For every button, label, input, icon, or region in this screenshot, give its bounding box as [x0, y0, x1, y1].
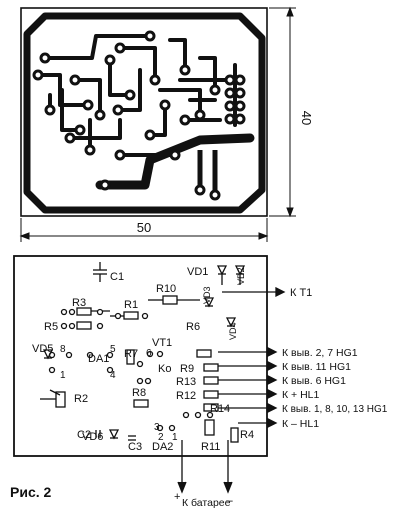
conn-kt1: К Т1	[290, 287, 312, 299]
battery-plus: +	[174, 491, 180, 503]
conn-hg1-6: К выв. 6 HG1	[282, 375, 346, 387]
label-r3: R3	[72, 297, 86, 309]
label-vd5: VD5	[32, 343, 53, 355]
connection-arrows	[218, 286, 286, 429]
pin-3: 3	[154, 422, 160, 433]
label-c2: C2	[77, 429, 91, 441]
label-r1: R1	[124, 299, 138, 311]
conn-hg1-1-8-10-13: К выв. 1, 8, 10, 13 HG1	[282, 404, 388, 415]
label-c3: C3	[128, 441, 142, 453]
dimension-height-label: 40	[299, 111, 314, 125]
pin-4: 4	[110, 370, 116, 381]
diode-vd1	[216, 265, 228, 285]
pin-6: 6	[146, 348, 152, 359]
pin-2: 2	[158, 432, 164, 443]
dimension-height	[269, 6, 296, 218]
label-vd4: VD4	[228, 322, 238, 340]
label-r10: R10	[156, 283, 176, 295]
label-r6: R6	[186, 321, 200, 333]
conn-hg1-11: К выв. 11 HG1	[282, 361, 351, 373]
label-r12: R12	[176, 390, 196, 402]
figure-caption: Рис. 2	[10, 484, 52, 500]
pin-1b: 1	[172, 432, 178, 443]
diode-vd2	[234, 265, 246, 285]
label-ko: Ko	[158, 363, 171, 375]
label-r14: R14	[210, 403, 230, 415]
label-r11: R11	[201, 441, 220, 453]
label-r9: R9	[180, 363, 194, 375]
pin-5: 5	[110, 344, 116, 355]
pin-1: 1	[60, 370, 66, 381]
component-board	[13, 255, 268, 494]
label-r13: R13	[176, 376, 196, 388]
label-r7: R7	[124, 348, 138, 360]
pin-8: 8	[60, 344, 66, 355]
battery-label: К батарее	[182, 497, 231, 509]
label-c1: C1	[110, 271, 124, 283]
label-r5: R5	[44, 321, 58, 333]
dimension-width	[19, 218, 269, 242]
conn-hl1-minus: К – HL1	[282, 418, 319, 430]
label-r8: R8	[132, 387, 146, 399]
conn-hg1-2-7: К выв. 2, 7 HG1	[282, 347, 358, 359]
label-vd1: VD1	[187, 266, 208, 278]
dimension-width-label: 50	[137, 220, 151, 235]
label-vd3: VD3	[202, 286, 212, 304]
battery-minus: –	[226, 493, 233, 507]
label-r4: R4	[240, 429, 254, 441]
label-da2: DA2	[152, 441, 173, 453]
label-vd6: VD6	[82, 431, 103, 443]
label-vd2: VD2	[236, 267, 246, 285]
label-da1: DA1	[88, 353, 109, 365]
label-r2: R2	[74, 393, 88, 405]
label-vt1: VT1	[152, 337, 172, 349]
conn-hl1-plus: К + HL1	[282, 389, 320, 401]
pcb-board	[20, 7, 268, 217]
capacitor-c1	[93, 262, 107, 282]
